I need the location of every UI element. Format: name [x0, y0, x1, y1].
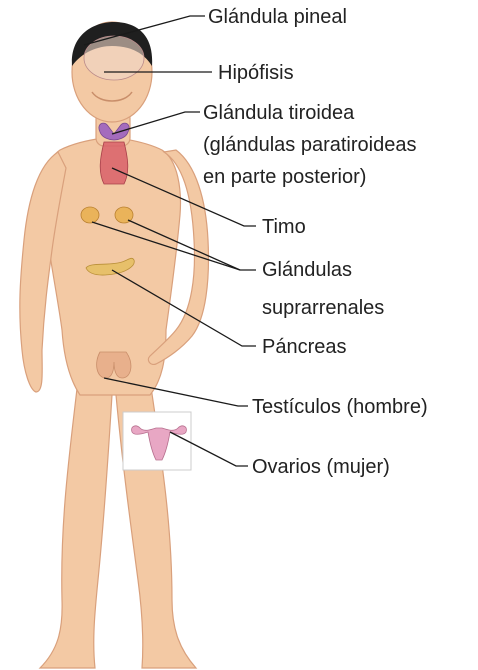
label-pancreas: Páncreas: [262, 335, 347, 359]
label-suprarrenales-line2: suprarrenales: [262, 296, 384, 320]
label-pineal: Glándula pineal: [208, 5, 347, 29]
thymus: [100, 142, 128, 184]
label-hipofisis: Hipófisis: [218, 61, 294, 85]
label-testiculos: Testículos (hombre): [252, 395, 428, 419]
label-timo: Timo: [262, 215, 306, 239]
left-leg: [40, 380, 112, 668]
label-tiroidea-line3: en parte posterior): [203, 165, 366, 189]
adrenal-gland-left: [81, 207, 99, 223]
label-tiroidea-line1: Glándula tiroidea: [203, 101, 354, 125]
label-tiroidea-line2: (glándulas paratiroideas: [203, 133, 416, 157]
label-ovarios: Ovarios (mujer): [252, 455, 390, 479]
label-suprarrenales-line1: Glándulas: [262, 258, 352, 282]
